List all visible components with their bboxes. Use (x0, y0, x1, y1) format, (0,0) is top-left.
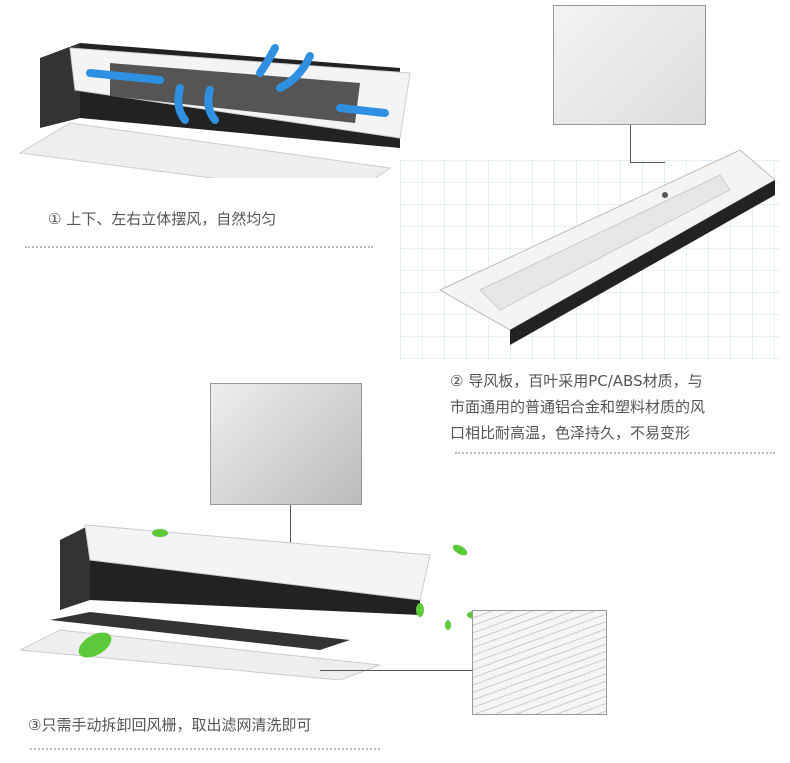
feature-2-line-2: 市面通用的普通铝合金和塑料材质的风 (450, 398, 706, 416)
divider-2 (455, 452, 775, 454)
unit-filter-illustration (20, 524, 431, 680)
unit-with-airflow-image (10, 28, 420, 197)
feature-2-caption: ② 导风板，百叶采用PC/ABS材质，与 市面通用的普通铝合金和塑料材质的风 口… (450, 368, 705, 446)
callout-line (630, 162, 665, 163)
louver-panel-illustration (438, 150, 775, 345)
divider-1 (25, 246, 373, 248)
feature-3-caption: ③只需手动拆卸回风栅，取出滤网清洗即可 (28, 716, 312, 734)
filter-closeup-inset (210, 383, 362, 505)
feature-2-line-1: ② 导风板，百叶采用PC/ABS材质，与 (450, 372, 703, 390)
louver-closeup-inset (553, 5, 706, 125)
grille-closeup-inset (472, 610, 607, 715)
airflow-arrows-icon (86, 44, 389, 124)
feature-2-line-3: 口相比耐高温，色泽持久，不易变形 (450, 424, 691, 442)
leaf-icon (78, 529, 424, 658)
air-conditioner-illustration (18, 43, 411, 197)
callout-line (630, 125, 631, 163)
divider-3 (30, 748, 380, 750)
callout-line (320, 670, 472, 671)
feature-1-caption: ① 上下、左右立体摆风，自然均匀 (48, 210, 277, 228)
